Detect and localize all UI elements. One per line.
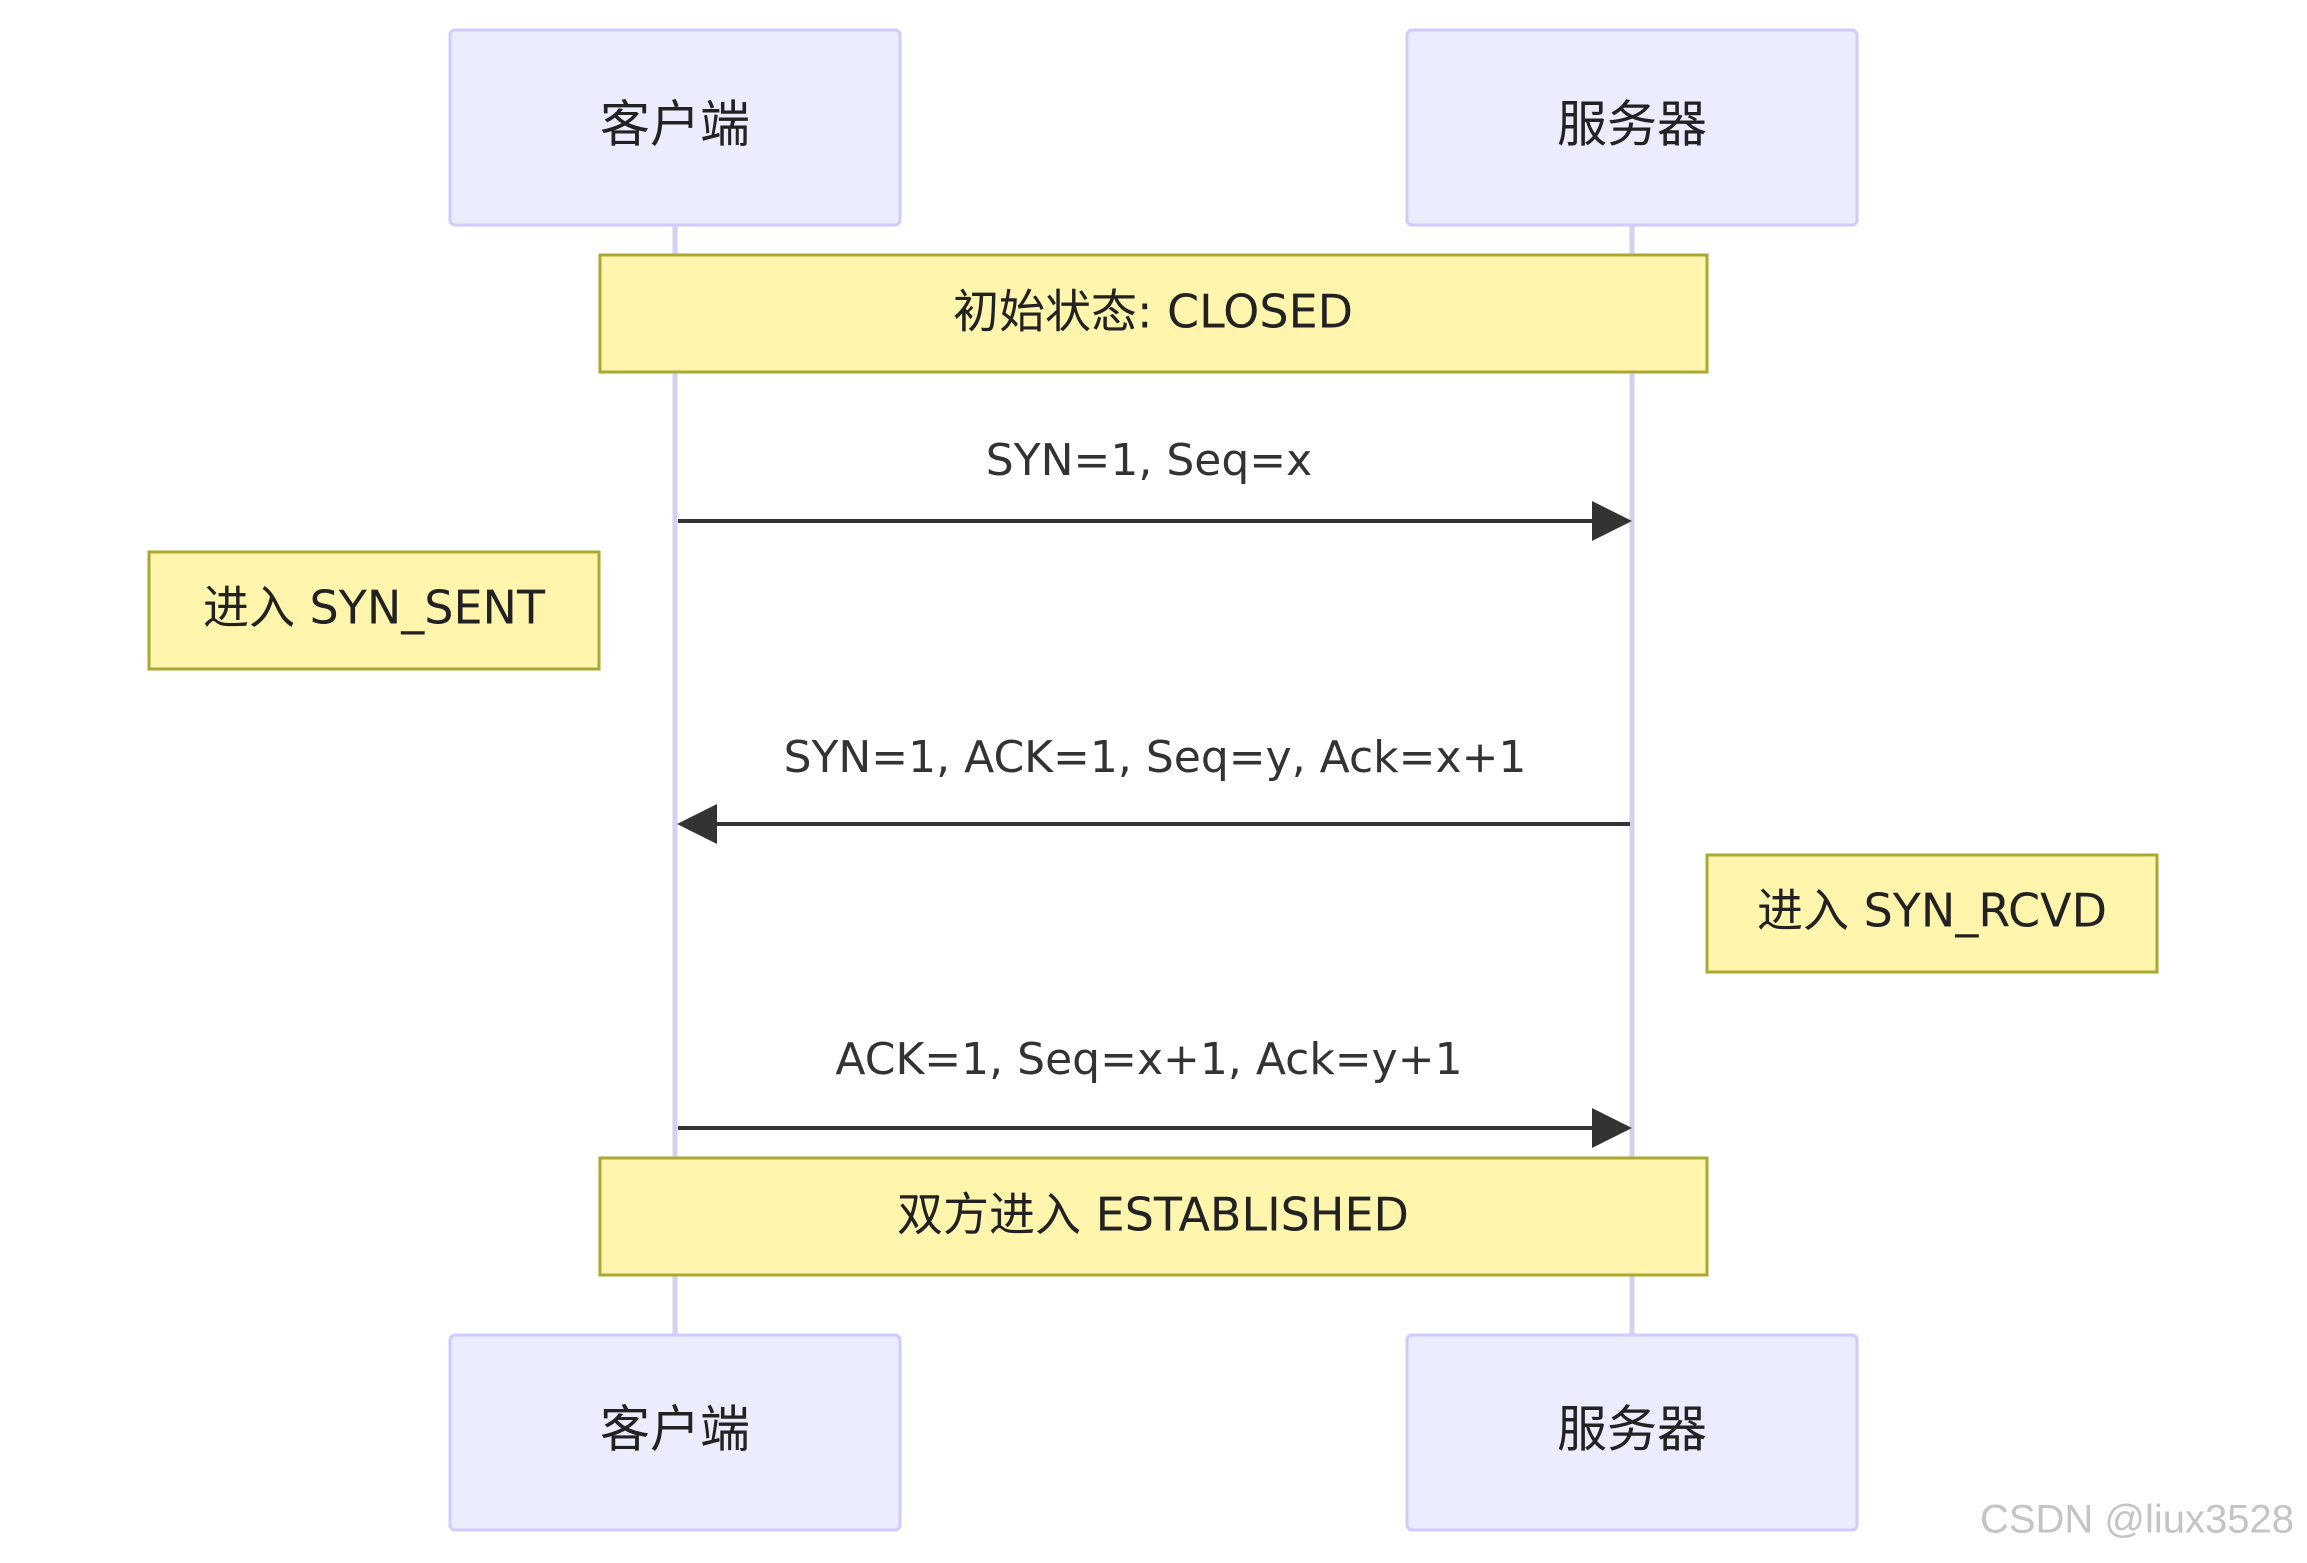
note-both-established-text: 双方进入 ESTABLISHED [897,1188,1409,1242]
note-both-established: 双方进入 ESTABLISHED [598,1156,1709,1277]
server-actor-bottom-label: 服务器 [1557,1401,1707,1459]
message-ack: ACK=1, Seq=x+1, Ack=y+1 [678,1034,1632,1148]
message-syn-label: SYN=1, Seq=x [986,435,1312,486]
message-ack-label: ACK=1, Seq=x+1, Ack=y+1 [835,1034,1462,1085]
client-actor-top: 客户端 [448,28,902,227]
note-client-syn-sent: 进入 SYN_SENT [147,550,601,671]
message-syn-ack: SYN=1, ACK=1, Seq=y, Ack=x+1 [677,732,1630,844]
note-initial-state: 初始状态: CLOSED [598,253,1709,374]
note-client-syn-sent-text: 进入 SYN_SENT [203,581,546,635]
client-actor-top-label: 客户端 [600,96,750,154]
client-actor-bottom-label: 客户端 [600,1401,750,1459]
watermark-text: CSDN @liux3528 [1980,1498,2294,1542]
note-server-syn-rcvd-text: 进入 SYN_RCVD [1757,884,2107,938]
message-syn-ack-label: SYN=1, ACK=1, Seq=y, Ack=x+1 [784,732,1527,783]
message-syn: SYN=1, Seq=x [678,435,1632,541]
note-server-syn-rcvd: 进入 SYN_RCVD [1705,853,2159,974]
client-actor-bottom: 客户端 [448,1333,902,1532]
note-initial-state-text: 初始状态: CLOSED [953,285,1353,339]
server-actor-top-label: 服务器 [1557,96,1707,154]
server-actor-bottom: 服务器 [1405,1333,1859,1532]
server-actor-top: 服务器 [1405,28,1859,227]
